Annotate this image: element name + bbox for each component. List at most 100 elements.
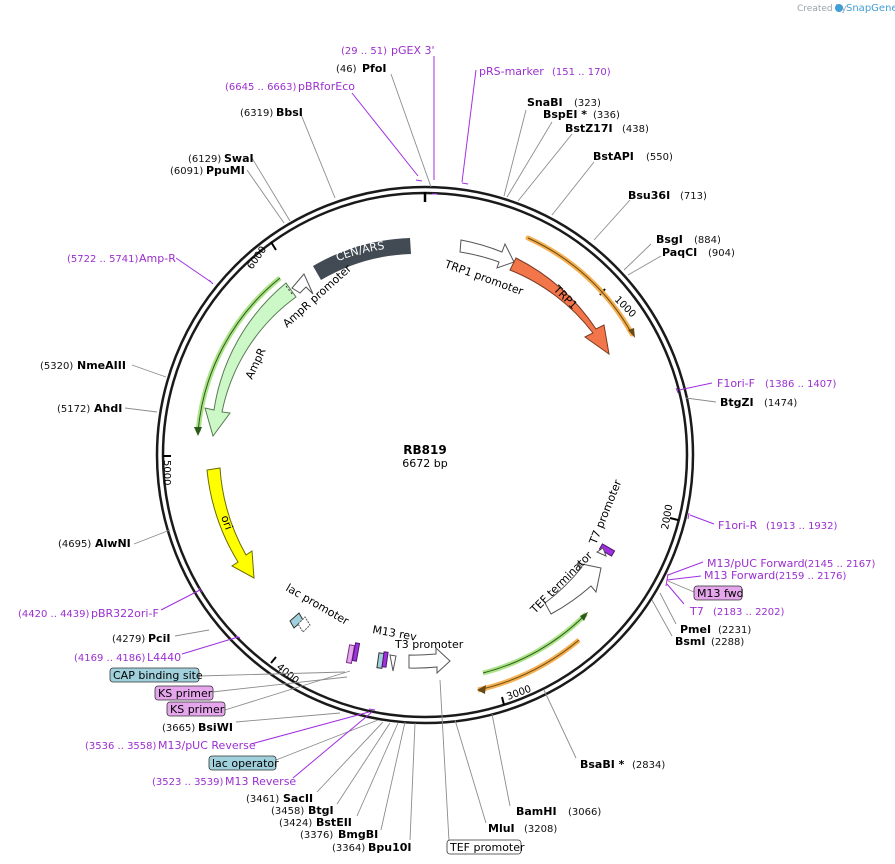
ampr-junction [285,285,294,296]
m13-rev-feature[interactable] [381,651,389,668]
enzyme-name[interactable]: PpuMI [206,164,245,177]
enzyme-pos: (4279) [112,634,145,645]
enzyme-name[interactable]: AhdI [94,402,122,415]
trp1-promoter-feature[interactable] [459,239,515,269]
enzyme-pos: (3458) [271,806,304,817]
bpu10i-leader [409,722,416,841]
enzyme-name[interactable]: SacII [283,792,313,805]
enzyme-pos: (4695) [58,539,91,550]
m13-reverse-mark [368,708,376,711]
ks-primer-box-1[interactable] [154,685,214,701]
enzyme-name[interactable]: BstAPI [593,150,634,163]
bsmi-leader [651,599,673,637]
enzyme-pos: (904) [708,248,735,259]
trp1-feature[interactable] [509,257,610,356]
ampr-promoter-feature[interactable] [291,273,314,295]
enzyme-name[interactable]: Bpu10I [368,841,412,854]
bsgi-leader [623,243,652,271]
enzyme-name[interactable]: BspEI * [543,108,587,121]
enzyme-name[interactable]: BsiWI [198,721,233,734]
tick-6000: 6000 [245,245,269,272]
primer-name[interactable]: pRS-marker [479,65,544,78]
primer-name[interactable]: F1ori-F [717,377,755,390]
m13-fwd-leader [667,580,695,593]
enzyme-name[interactable]: PaqCI [662,246,697,259]
enzyme-pos: (2231) [718,625,751,636]
enzyme-name[interactable]: BamHI [516,805,557,818]
pbr322ori-f-mark [198,587,203,593]
cen-ars-feature[interactable] [313,238,411,280]
pbr322ori-f-leader [160,589,201,611]
enzyme-name[interactable]: PciI [148,632,170,645]
t7-promoter-primer-box[interactable] [598,543,616,557]
tef-promoter-box[interactable] [446,839,522,855]
primer-name[interactable]: M13/pUC Reverse [158,739,256,752]
t3-promoter-feature[interactable] [408,646,451,675]
enzyme-pos: (3424) [279,818,312,829]
enzyme-name[interactable]: BbsI [276,106,303,119]
tef-green-strand-head [580,612,588,621]
enzyme-leaders [124,73,717,842]
primer-range: (4169 .. 4186) [74,653,146,664]
bmgbi-leader [380,721,406,831]
ks-primer-box-2[interactable] [166,701,226,717]
enzyme-name[interactable]: BsaBI * [580,758,625,771]
enzyme-labels: (46) PfoI SnaBI (323) BspEI * (336) BstZ… [40,62,797,854]
f1ori-f-mark [675,387,679,394]
primer-name[interactable]: T7 [689,605,704,618]
tick-5000: 5000 [161,460,172,485]
enzyme-name[interactable]: PfoI [362,62,387,75]
lac-operator-box[interactable] [208,755,277,771]
enzyme-name[interactable]: BtgI [308,804,334,817]
tef-orange-strand-head [477,685,486,694]
enzyme-name[interactable]: NmeAIII [77,359,126,372]
enzyme-name[interactable]: SnaBI [527,96,563,109]
enzyme-name[interactable]: MluI [488,822,515,835]
primer-range: (1913 .. 1932) [766,521,838,532]
tef-orange-strand-line [477,639,580,691]
primer-name[interactable]: M13 Reverse [225,775,296,788]
primer-name[interactable]: M13/pUC Forward [707,557,805,570]
primer-name[interactable]: Amp-R [139,252,176,265]
tef-promoter-label: TEF promoter [449,841,525,854]
enzyme-pos: (336) [593,110,620,121]
enzyme-name[interactable]: Bsu36I [628,189,670,202]
ampr-feature[interactable] [204,282,297,438]
m13-fwd-box[interactable] [693,585,743,601]
ks-primer-feature-1[interactable] [345,644,356,664]
pbrforeco-mark [415,179,423,182]
plasmid-size: 6672 bp [402,457,447,470]
primer-name[interactable]: pGEX 3' [391,44,435,57]
backbone-outer-ring [155,185,695,725]
tef-green-strand-line [482,613,587,674]
enzyme-pos: (6091) [170,166,203,177]
ppumi-leader [246,169,285,224]
sacii-leader [316,721,384,793]
enzyme-name[interactable]: BstZ17I [565,122,613,135]
enzyme-name[interactable]: PmeI [680,623,711,636]
enzyme-name[interactable]: BsgI [656,233,683,246]
primer-name[interactable]: F1ori-R [718,519,758,532]
primer-name[interactable]: M13 Forward [704,569,775,582]
enzyme-pos: (5320) [40,361,73,372]
enzyme-name[interactable]: BstEII [316,816,352,829]
snabi-leader [503,109,527,197]
enzyme-name[interactable]: BtgZI [720,396,754,409]
primer-name[interactable]: pBR322ori-F [91,607,159,620]
t7-promoter-feature[interactable] [595,547,607,557]
enzyme-name[interactable]: SwaI [224,152,254,165]
f1ori-f-leader [678,382,713,391]
ks-primer-feature-2[interactable] [351,642,361,662]
lac-promoter-feature[interactable] [297,616,311,633]
enzyme-name[interactable]: AlwNI [95,537,131,550]
ori-feature[interactable] [206,467,255,579]
credit-prefix: Created by [797,4,847,14]
tef-terminator-feature[interactable] [544,562,602,615]
f1ori-r-leader [689,514,715,525]
enzyme-name[interactable]: BmgBI [338,828,378,841]
primer-name[interactable]: L4440 [147,651,181,664]
tick-2000-mark [669,517,679,521]
enzyme-name[interactable]: BsmI [675,635,706,648]
cap-binding-site-box[interactable] [109,667,200,683]
primer-name[interactable]: pBRforEco [298,80,355,93]
